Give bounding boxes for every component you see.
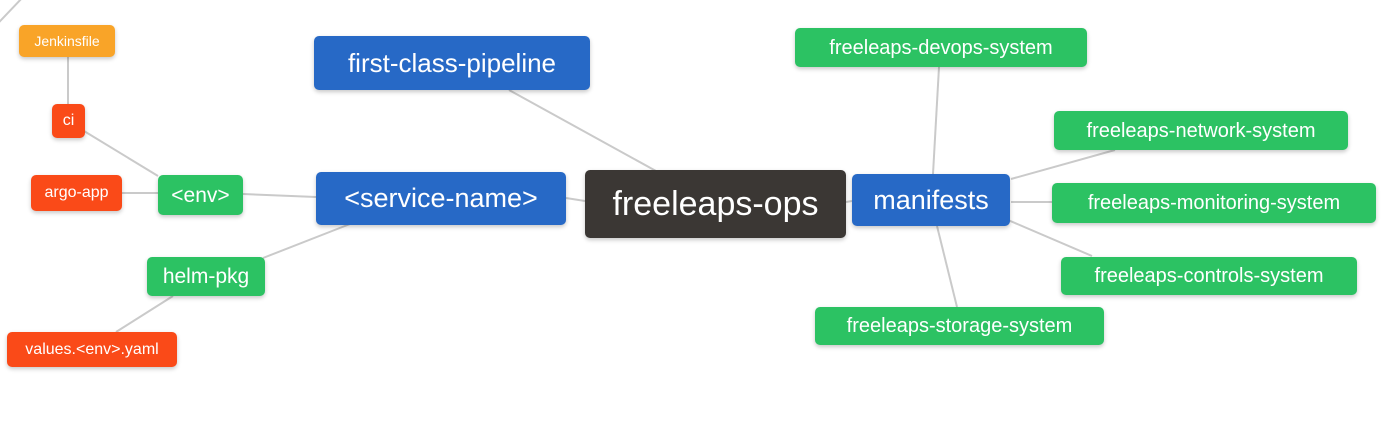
node-freeleaps-devops-system[interactable]: freeleaps-devops-system [795,28,1087,67]
node-freeleaps-ops[interactable]: freeleaps-ops [585,170,846,238]
node-env[interactable]: <env> [158,175,243,215]
node-values-env-yaml[interactable]: values.<env>.yaml [7,332,177,367]
node-service-name[interactable]: <service-name> [316,172,566,225]
node-first-class-pipeline[interactable]: first-class-pipeline [314,36,590,90]
node-jenkinsfile[interactable]: Jenkinsfile [19,25,115,57]
node-freeleaps-storage-system[interactable]: freeleaps-storage-system [815,307,1104,345]
node-freeleaps-network-system[interactable]: freeleaps-network-system [1054,111,1348,150]
node-argo-app[interactable]: argo-app [31,175,122,211]
node-manifests[interactable]: manifests [852,174,1010,226]
node-freeleaps-controls-system[interactable]: freeleaps-controls-system [1061,257,1357,295]
node-helm-pkg[interactable]: helm-pkg [147,257,265,296]
node-ci[interactable]: ci [52,104,85,138]
node-freeleaps-monitoring-system[interactable]: freeleaps-monitoring-system [1052,183,1376,223]
